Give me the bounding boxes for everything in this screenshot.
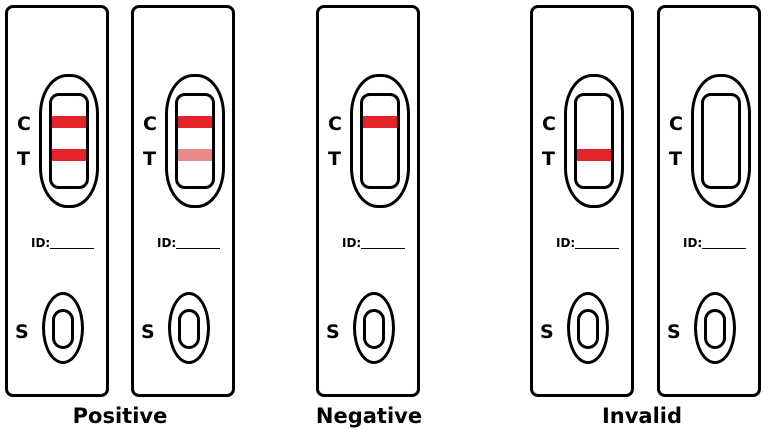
id-label: ID:: [342, 236, 362, 250]
control-band: [52, 116, 86, 128]
sample-well: [363, 309, 385, 349]
id-write-line: [361, 248, 405, 249]
control-line-label: C: [17, 113, 31, 135]
sample-well: [178, 309, 200, 349]
caption-negative: Negative: [315, 404, 423, 428]
result-window: [175, 93, 215, 189]
sample-well-frame: [42, 292, 84, 364]
id-label: ID:: [157, 236, 177, 250]
sample-well-label: S: [141, 321, 155, 343]
test-band: [577, 149, 611, 161]
sample-well-frame: [694, 292, 736, 364]
control-line-label: C: [669, 113, 683, 135]
sample-well-label: S: [540, 321, 554, 343]
result-window: [49, 93, 89, 189]
result-window-frame: [165, 74, 225, 208]
sample-well-frame: [353, 292, 395, 364]
result-window-frame: [691, 74, 751, 208]
control-band: [178, 116, 212, 128]
control-band: [363, 116, 397, 128]
caption-positive: Positive: [72, 404, 168, 428]
id-label: ID:: [683, 236, 703, 250]
id-label: ID:: [31, 236, 51, 250]
test-line-label: T: [328, 148, 341, 170]
result-window-frame: [350, 74, 410, 208]
id-write-line: [702, 248, 746, 249]
test-band: [52, 149, 86, 161]
id-label: ID:: [556, 236, 576, 250]
control-line-label: C: [143, 113, 157, 135]
sample-well-label: S: [326, 321, 340, 343]
result-window-frame: [564, 74, 624, 208]
id-write-line: [176, 248, 220, 249]
sample-well-label: S: [667, 321, 681, 343]
sample-well: [52, 309, 74, 349]
sample-well-frame: [168, 292, 210, 364]
control-line-label: C: [328, 113, 342, 135]
result-window: [574, 93, 614, 189]
test-line-label: T: [17, 148, 30, 170]
result-window: [360, 93, 400, 189]
result-window: [701, 93, 741, 189]
sample-well: [577, 309, 599, 349]
test-line-label: T: [669, 148, 682, 170]
sample-well: [704, 309, 726, 349]
id-write-line: [575, 248, 619, 249]
control-line-label: C: [542, 113, 556, 135]
test-line-label: T: [143, 148, 156, 170]
id-write-line: [50, 248, 94, 249]
test-band: [178, 149, 212, 161]
caption-invalid: Invalid: [601, 404, 683, 428]
result-window-frame: [39, 74, 99, 208]
sample-well-frame: [567, 292, 609, 364]
sample-well-label: S: [15, 321, 29, 343]
test-line-label: T: [542, 148, 555, 170]
